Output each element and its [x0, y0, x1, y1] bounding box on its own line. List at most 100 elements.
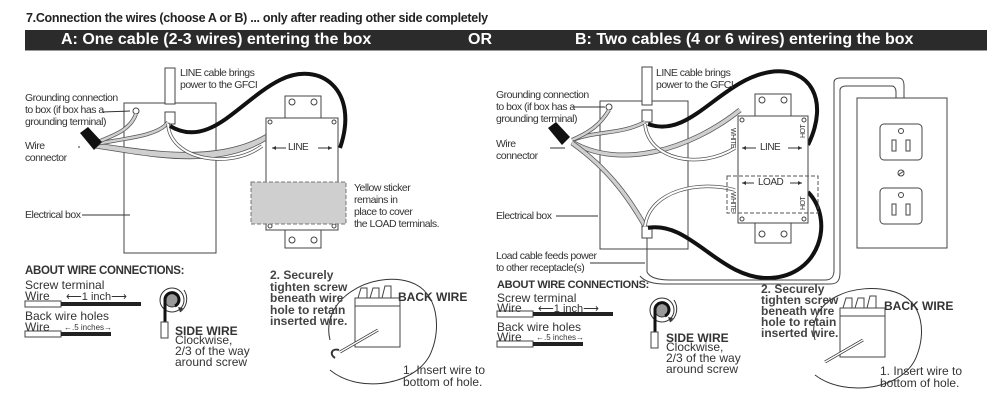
electrical-box-label-b: Electrical box: [496, 210, 552, 222]
label-line: power to the GFCI: [180, 79, 258, 91]
label-line: hole to retain: [761, 315, 837, 329]
label-line: Grounding connection: [496, 89, 589, 101]
label-line: 2. Securely: [761, 282, 825, 296]
label-line: Grounding connection: [25, 92, 118, 104]
option-b-heading: B: Two cables (4 or 6 wires) entering th…: [575, 31, 914, 48]
wire-label-b1: Wire: [497, 301, 522, 315]
one-inch-measure-b: ⟵1 inch⟶: [538, 303, 599, 315]
label-line: hole to retain: [270, 302, 346, 317]
label-line: around screw: [175, 355, 248, 369]
label-line: to box (if box has a: [25, 104, 104, 116]
label-line: LINE cable brings: [180, 67, 255, 79]
label-line: Load cable feeds power: [496, 250, 597, 262]
white-terminal-label-line: WHITE: [729, 128, 736, 149]
label-line: LINE cable brings: [656, 67, 731, 79]
back-wire-heading-a: BACK WIRE: [398, 290, 468, 304]
label-line: around screw: [666, 362, 739, 376]
panel-b-drawing: [496, 66, 948, 389]
label-line: inserted wire.: [761, 326, 839, 340]
grounding-label-b: Grounding connection to box (if box has …: [496, 89, 589, 125]
line-cable-entry-a: [164, 67, 176, 105]
label-line: to other receptacle(s): [496, 262, 585, 274]
one-inch-measure-a: ⟵1 inch⟶: [66, 291, 127, 303]
label-line: connector: [496, 150, 538, 162]
label-line: 2/3 of the way: [175, 344, 250, 358]
gfci-receptacle-b: [737, 115, 809, 224]
label-line: place to cover: [354, 206, 413, 218]
label-line: Yellow sticker: [354, 182, 411, 194]
side-wire-text-a: Clockwise, 2/3 of the way around screw: [175, 333, 250, 369]
gfci-line-label-a: LINE: [288, 142, 309, 153]
wire-connector-icon-b: [548, 122, 570, 145]
label-line: to box (if box has a: [496, 101, 575, 113]
back-wire-heading-b: BACK WIRE: [884, 299, 954, 313]
step2-text-b: 2. Securely tighten screw beneath wire h…: [761, 282, 839, 340]
label-line: tighten screw: [761, 293, 839, 307]
label-line: connector: [25, 152, 67, 164]
white-terminal-label-load: WHITE: [729, 192, 736, 213]
half-inch-measure-b: ←.5 inches→: [536, 333, 585, 342]
yellow-sticker: [250, 181, 347, 225]
section-title: 7.Connection the wires (choose A or B) .…: [26, 11, 488, 25]
wire-connector-label-b: Wire connector: [496, 138, 538, 162]
back-wire-illustration: [328, 278, 437, 385]
option-a-heading: A: One cable (2-3 wires) entering the bo…: [61, 31, 372, 48]
side-wire-heading-a: SIDE WIRE: [175, 324, 238, 338]
hot-terminal-label-load: HOT: [800, 196, 807, 210]
wire-connections-heading-b: ABOUT WIRE CONNECTIONS:: [497, 279, 649, 291]
screw-terminal-label-a: Screw terminal: [25, 278, 105, 292]
load-cable-label: Load cable feeds power to other receptac…: [496, 250, 597, 274]
line-cable-entry-b: [641, 66, 653, 106]
label-line: grounding terminal): [496, 113, 577, 125]
half-inch-measure-a: ←.5 inches→: [64, 323, 113, 332]
side-wire-icon-b: [649, 297, 678, 349]
label-line: bottom of hole.: [880, 376, 960, 390]
yellow-sticker-label: Yellow sticker remains in place to cover…: [354, 182, 440, 230]
line-cable-label-b: LINE cable brings power to the GFCI: [656, 67, 734, 91]
label-line: Clockwise,: [666, 340, 724, 354]
label-line: Clockwise,: [175, 333, 233, 347]
label-line: Wire: [25, 140, 45, 152]
side-wire-icon: [159, 287, 188, 339]
label-line: grounding terminal): [25, 116, 106, 128]
wire-connector-icon: [80, 127, 102, 150]
electrical-box-a: [123, 102, 217, 254]
line-cable-label-a: LINE cable brings power to the GFCI: [180, 67, 258, 91]
back-wire-illustration-b: [813, 288, 922, 389]
electrical-box-label-a: Electrical box: [25, 209, 81, 221]
step1-text-b: 1. Insert wire to bottom of hole.: [880, 365, 962, 389]
label-line: power to the GFCI: [656, 79, 734, 91]
ground-screw-icon: [132, 107, 140, 115]
step1-text-a: 1. Insert wire to bottom of hole.: [403, 364, 485, 388]
label-line: bottom of hole.: [403, 375, 483, 389]
back-wire-holes-label-a: Back wire holes: [25, 309, 110, 323]
ground-screw-icon-b: [605, 103, 613, 111]
grounding-label-a: Grounding connection to box (if box has …: [25, 92, 118, 128]
hot-terminal-label-line: HOT: [800, 124, 807, 138]
or-separator: OR: [468, 31, 492, 48]
label-line: 1. Insert wire to: [880, 364, 963, 378]
label-line: 2/3 of the way: [666, 351, 741, 365]
downstream-receptacle: [856, 97, 948, 249]
wire-label-a1: Wire: [25, 289, 50, 303]
gfci-load-label-b: LOAD: [758, 177, 784, 188]
gfci-line-label-b: LINE: [760, 142, 781, 153]
wire-label-a2: Wire: [25, 320, 50, 334]
wire-connector-label-a: Wire connector: [25, 140, 67, 164]
label-line: remains in: [354, 194, 398, 206]
label-line: tighten screw: [270, 279, 348, 294]
label-line: inserted wire.: [270, 314, 348, 328]
label-line: 2. Securely: [270, 268, 334, 282]
label-line: 1. Insert wire to: [403, 363, 486, 377]
label-line: Wire: [496, 138, 516, 150]
panel-a-drawing: [24, 67, 437, 385]
label-line: the LOAD terminals.: [354, 218, 440, 230]
wire-label-b2: Wire: [497, 330, 522, 344]
label-line: beneath wire: [761, 304, 835, 318]
back-wire-holes-label-b: Back wire holes: [497, 320, 582, 334]
step2-text-a: 2. Securely tighten screw beneath wire h…: [270, 268, 348, 328]
screw-terminal-label-b: Screw terminal: [497, 291, 577, 305]
wire-connections-heading-a: ABOUT WIRE CONNECTIONS:: [25, 265, 185, 277]
side-wire-text-b: Clockwise, 2/3 of the way around screw: [666, 340, 741, 376]
